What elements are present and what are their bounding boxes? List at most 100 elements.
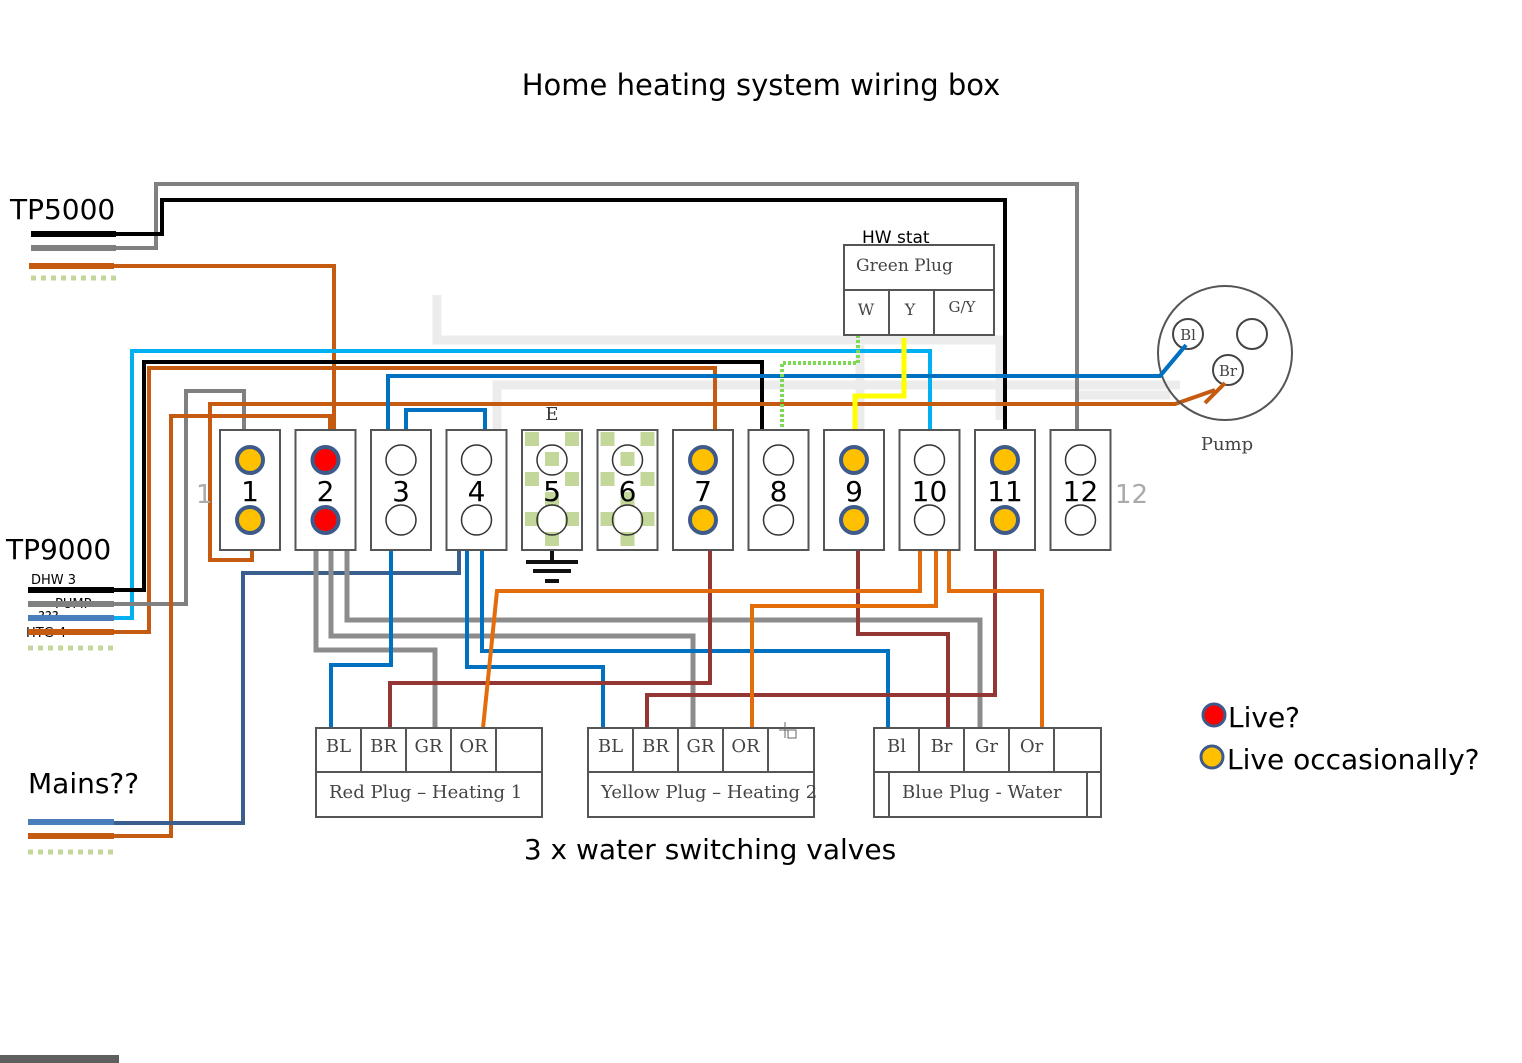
wire-tp5000-brown-to-2 (114, 264, 336, 430)
terminal-number: 3 (392, 475, 410, 508)
legend-live-label: Live? (1228, 701, 1300, 734)
valve-pin-label: OR (459, 736, 488, 757)
green-plug-pin-w: W (858, 300, 875, 319)
terminal-11[interactable]: 11 (974, 429, 1036, 551)
pump-pin-bl: Bl (1180, 326, 1196, 344)
terminal-body (521, 429, 583, 551)
terminal-number: 8 (770, 475, 788, 508)
wire-10-orange-to-yellow-or (750, 550, 938, 728)
green-plug-pin-y: Y (904, 300, 916, 319)
pump-pin-br: Br (1219, 362, 1238, 380)
terminal-6[interactable]: 6 (596, 429, 659, 551)
legend: Live? Live occasionally? (1199, 701, 1480, 776)
wire-tp9000-brown-to-7 (114, 366, 717, 634)
terminal-2[interactable]: 2 (294, 429, 357, 551)
wire-tp5000-grey-to-12 (114, 182, 1079, 430)
valve-plug-name: Red Plug – Heating 1 (329, 782, 522, 803)
wire-2-grey-to-red-gr (313, 550, 438, 728)
tp9000-wire-label-dhw3: DHW 3 (31, 573, 76, 588)
terminal-body (370, 429, 432, 551)
terminal-screw-bottom-icon (688, 505, 718, 535)
earth-pattern (525, 432, 539, 446)
terminal-screw-bottom-icon (385, 504, 417, 536)
earth-pattern (640, 512, 655, 526)
terminal-number: 5 (543, 475, 561, 508)
earth-pattern (565, 432, 579, 446)
upper-wires (114, 182, 1216, 838)
terminal-1[interactable]: 1 (219, 429, 281, 551)
wire-11-maroon-to-yellow-br (645, 550, 997, 728)
terminal-screw-top-icon (762, 444, 795, 476)
earth-pattern (525, 512, 539, 526)
wire-10-orange-to-blue-or (947, 550, 1044, 728)
terminal-body (898, 429, 961, 551)
earth-pattern (640, 472, 655, 486)
valve-pin-label: OR (731, 736, 760, 757)
legend-item-live: Live? (1201, 701, 1300, 734)
terminal-screw-top-icon (235, 445, 265, 475)
terminal-body (445, 429, 508, 551)
earth-pattern (600, 472, 615, 486)
terminal-4[interactable]: 4 (445, 429, 508, 551)
terminal-7[interactable]: 7 (672, 429, 734, 551)
wire-hwstat-earth (780, 335, 860, 430)
hw-stat-label: HW stat (862, 228, 930, 248)
earth-symbol-icon (526, 550, 578, 583)
terminal-9[interactable]: 9 (823, 429, 885, 551)
tp9000-label: TP9000 (5, 533, 111, 566)
terminal-5[interactable]: 5 (521, 429, 583, 551)
terminal-screw-bottom-icon (235, 505, 265, 535)
valve-pin-label: GR (415, 736, 443, 757)
valve-plug-name: Yellow Plug – Heating 2 (600, 782, 817, 803)
valve-pin-label: Gr (975, 736, 998, 757)
earth-pattern (545, 492, 559, 506)
legend-live-dot-icon (1201, 702, 1227, 728)
valve-pin-label: BL (598, 736, 623, 757)
side-number-left: 1 (196, 480, 213, 510)
cursor-icon (779, 722, 797, 739)
legend-item-occasional: Live occasionally? (1199, 743, 1480, 776)
terminal-screw-top-icon (1064, 444, 1097, 476)
wire-4-blue-to-blue-bl (480, 550, 890, 728)
page-title: Home heating system wiring box (522, 68, 1001, 102)
terminal-8[interactable]: 8 (747, 429, 810, 551)
terminal-number: 12 (1063, 475, 1099, 508)
terminal-screw-top-icon (611, 444, 644, 476)
valves-caption: 3 x water switching valves (524, 833, 896, 866)
valve-pin-label: Br (931, 736, 953, 757)
mains-label: Mains?? (28, 767, 139, 800)
terminal-number: 9 (845, 475, 863, 508)
terminal-screw-top-icon (536, 444, 568, 476)
tp5000-label: TP5000 (9, 193, 115, 226)
wire-2-grey-to-blue-gr (328, 550, 696, 728)
valve-pin-label: BR (642, 736, 669, 757)
terminal-body (596, 429, 659, 551)
wire-1-brown-loop (208, 388, 1216, 562)
terminal-screw-bottom-icon (460, 504, 493, 536)
terminal-screw-bottom-icon (762, 504, 795, 536)
terminal-3[interactable]: 3 (370, 429, 432, 551)
terminal-screw-top-icon (460, 444, 493, 476)
green-plug-label: Green Plug (856, 256, 953, 276)
wire-3-4-blue-link (404, 408, 487, 430)
valve-pin-label: Or (1020, 736, 1044, 757)
hw-stat-green-plug: HW stat Green Plug W Y G/Y (843, 228, 995, 336)
wire-4-darkblue-to-mains (114, 550, 461, 825)
terminal-number: 1 (241, 475, 259, 508)
cable-stubs (28, 231, 116, 855)
terminal-screw-bottom-icon (990, 505, 1020, 535)
terminal-screw-bottom-icon (310, 505, 341, 535)
earth-pattern (565, 512, 579, 526)
earth-pattern (545, 532, 559, 546)
terminal-12[interactable]: 12 (1049, 429, 1112, 551)
earth-pattern (525, 472, 539, 486)
terminal-10[interactable]: 10 (898, 429, 961, 551)
earth-pattern (620, 452, 635, 466)
terminal-screw-bottom-icon (1064, 504, 1097, 536)
terminal-number: 2 (317, 475, 335, 508)
legend-occasional-label: Live occasionally? (1227, 743, 1480, 776)
terminal-screw-bottom-icon (611, 504, 644, 536)
terminal-number: 10 (912, 475, 948, 508)
terminal-screw-top-icon (913, 444, 946, 476)
legend-occasional-dot-icon (1199, 744, 1225, 770)
